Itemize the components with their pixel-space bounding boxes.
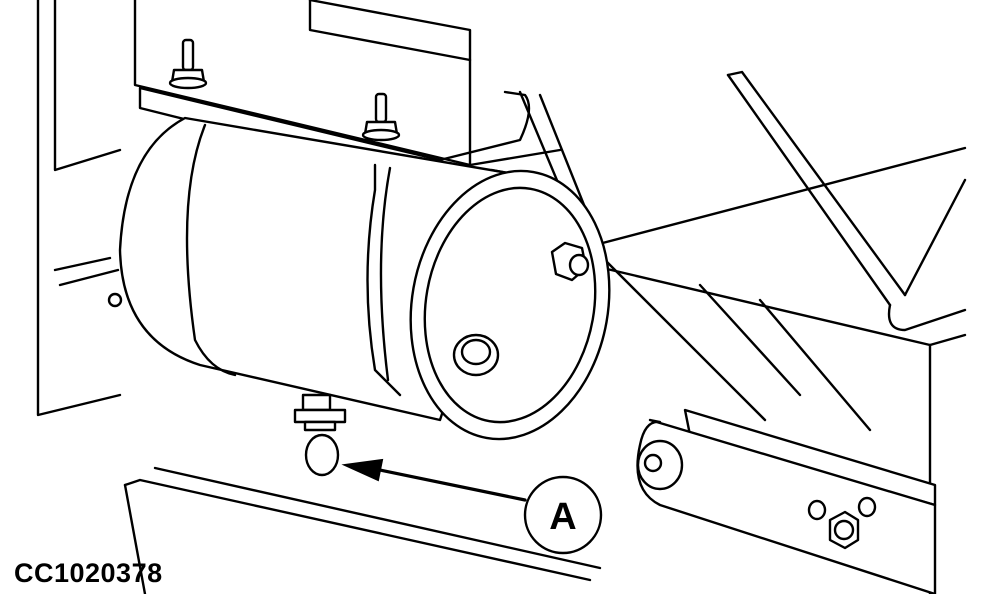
- tank-end-plug: [452, 333, 500, 377]
- side-bolt: [58, 268, 123, 308]
- callout-label-a: A: [549, 496, 576, 538]
- drain-valve: [293, 393, 347, 477]
- bottom-rail: [123, 466, 602, 594]
- air-tank: [118, 116, 611, 441]
- callout-arrow: [341, 458, 527, 502]
- strap-nut: [550, 241, 590, 282]
- mounting-stud-left: [168, 38, 208, 90]
- mounting-stud-right: [361, 92, 401, 142]
- figure-id-label: CC1020378: [14, 558, 163, 588]
- left-frame-panel: [36, 0, 122, 417]
- right-plate: [588, 146, 967, 594]
- link-bar: [636, 408, 937, 594]
- callout-marker-a: A: [523, 475, 603, 555]
